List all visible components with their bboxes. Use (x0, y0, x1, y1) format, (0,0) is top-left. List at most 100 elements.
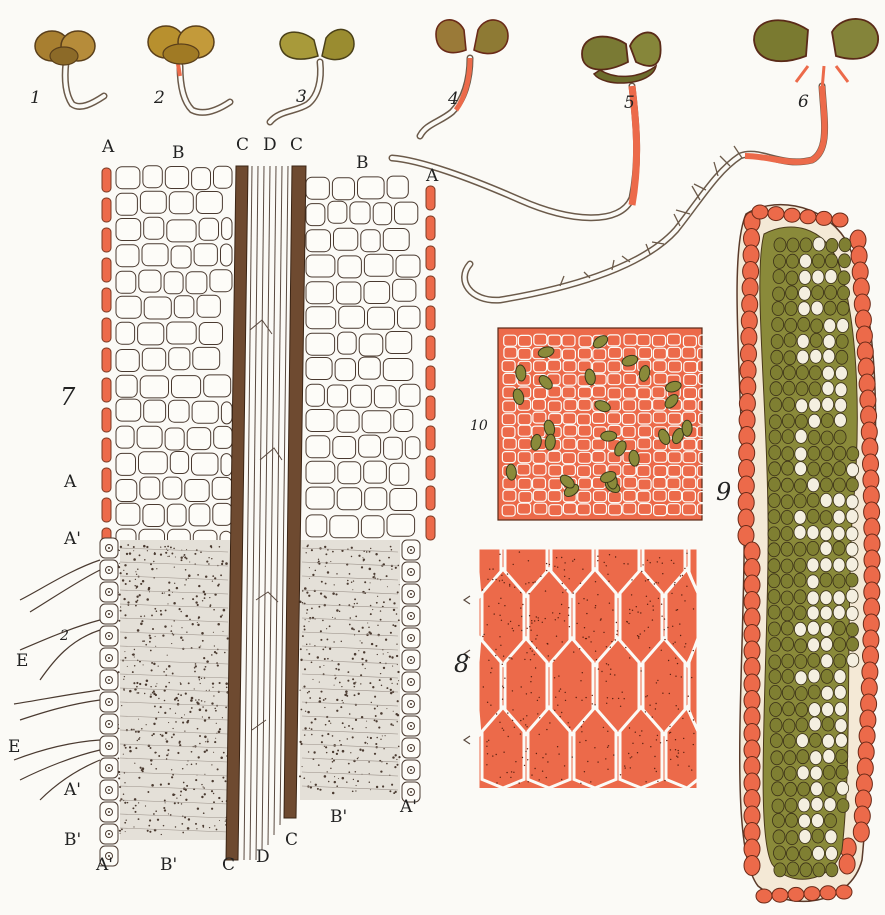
parenchyma-cell (172, 376, 201, 398)
stipple-dot (186, 785, 188, 787)
parenchyma-cell (306, 307, 336, 329)
stipple-dot (395, 567, 397, 569)
inner-cell (846, 557, 858, 571)
stipple-dot (199, 743, 201, 745)
stipple-dot (392, 725, 394, 727)
stipple-dot (155, 636, 156, 637)
cell-granule (545, 753, 546, 754)
inner-cell (820, 623, 832, 637)
stipple-dot (322, 648, 324, 650)
cell-granule (510, 657, 511, 658)
parenchyma-cell (116, 503, 140, 525)
cell-granule (557, 567, 558, 568)
stipple-dot (209, 690, 210, 691)
cell-granule (521, 630, 522, 631)
stipple-dot (144, 559, 146, 561)
stipple-dot (343, 702, 344, 703)
stipple-dot (198, 585, 200, 587)
stipple-dot (135, 747, 137, 749)
inner-cell (809, 703, 821, 717)
cell-granule (590, 641, 591, 642)
stipple-dot (353, 606, 354, 607)
stipple-dot (166, 754, 168, 756)
parenchyma-cell (116, 245, 139, 267)
cell-granule (542, 771, 543, 772)
cell-granule (506, 772, 507, 773)
stipple-dot (183, 556, 184, 557)
stipple-dot (125, 583, 127, 585)
cell-granule (682, 575, 683, 576)
cell-granule (622, 692, 623, 693)
cell-granule (510, 777, 511, 778)
cell-granule (610, 674, 611, 675)
inner-cell (846, 478, 858, 492)
stipple-dot (223, 752, 225, 754)
stipple-dot (132, 807, 134, 809)
inner-cell (800, 846, 812, 860)
stipple-dot (200, 683, 201, 684)
cell-granule (598, 668, 599, 669)
cell-granule (614, 674, 615, 675)
cell-granule (546, 777, 547, 778)
stipple-dot (347, 680, 349, 682)
stipple-dot (123, 598, 125, 600)
inner-cell (800, 863, 812, 877)
stipple-dot (389, 598, 391, 600)
stipple-dot (328, 720, 330, 722)
cell-granule (560, 716, 561, 717)
cell-granule (534, 620, 535, 621)
cell-granule (572, 560, 573, 561)
cell-granule (658, 598, 659, 599)
stipple-dot (227, 637, 229, 639)
cell-granule (670, 674, 671, 675)
outer-cell (744, 856, 760, 876)
stipple-dot (319, 666, 321, 668)
cell-granule (492, 755, 493, 756)
stipple-dot (168, 783, 170, 785)
nucleolus (410, 769, 412, 771)
inner-cell (768, 559, 780, 573)
stipple-dot (125, 747, 127, 749)
stipple-dot (136, 585, 138, 587)
cell-granule (683, 752, 684, 753)
cell-granule (503, 687, 504, 688)
stipple-dot (181, 823, 183, 825)
cell-granule (648, 627, 649, 628)
fig-number-10: 10 (470, 418, 488, 434)
stipple-dot (182, 768, 183, 769)
cell-granule (632, 743, 633, 744)
stipple-dot (370, 789, 371, 790)
stipple-dot (357, 780, 359, 782)
stipple-dot (374, 753, 376, 755)
cell-granule (609, 554, 610, 555)
stipple-dot (124, 744, 126, 746)
inner-cell (781, 495, 793, 509)
stipple-dot (364, 581, 366, 583)
cell-granule (518, 625, 519, 626)
stipple-dot (332, 751, 334, 753)
cell-granule (546, 563, 547, 564)
stipple-dot (363, 559, 365, 561)
stipple-dot (314, 590, 316, 592)
cell-granule (597, 594, 598, 595)
inner-cell (812, 829, 824, 843)
stipple-dot (142, 767, 145, 770)
outer-cell (832, 213, 848, 227)
stipple-dot (353, 682, 356, 685)
stipple-dot (365, 668, 366, 669)
stipple-dot (204, 701, 205, 702)
parenchyma-cell (222, 218, 232, 240)
cell-granule (646, 596, 647, 597)
stipple-dot (320, 592, 322, 594)
root-epidermis-right (402, 540, 420, 802)
cell-granule (583, 721, 584, 722)
cell-granule (579, 648, 580, 649)
stipple-dot (150, 747, 152, 749)
stipple-dot (127, 544, 129, 546)
cell-granule (678, 750, 679, 751)
inner-cell (826, 846, 838, 860)
stipple-dot (171, 643, 172, 644)
cell-granule (504, 582, 505, 583)
stipple-dot (318, 764, 320, 766)
stipple-dot (151, 734, 153, 736)
